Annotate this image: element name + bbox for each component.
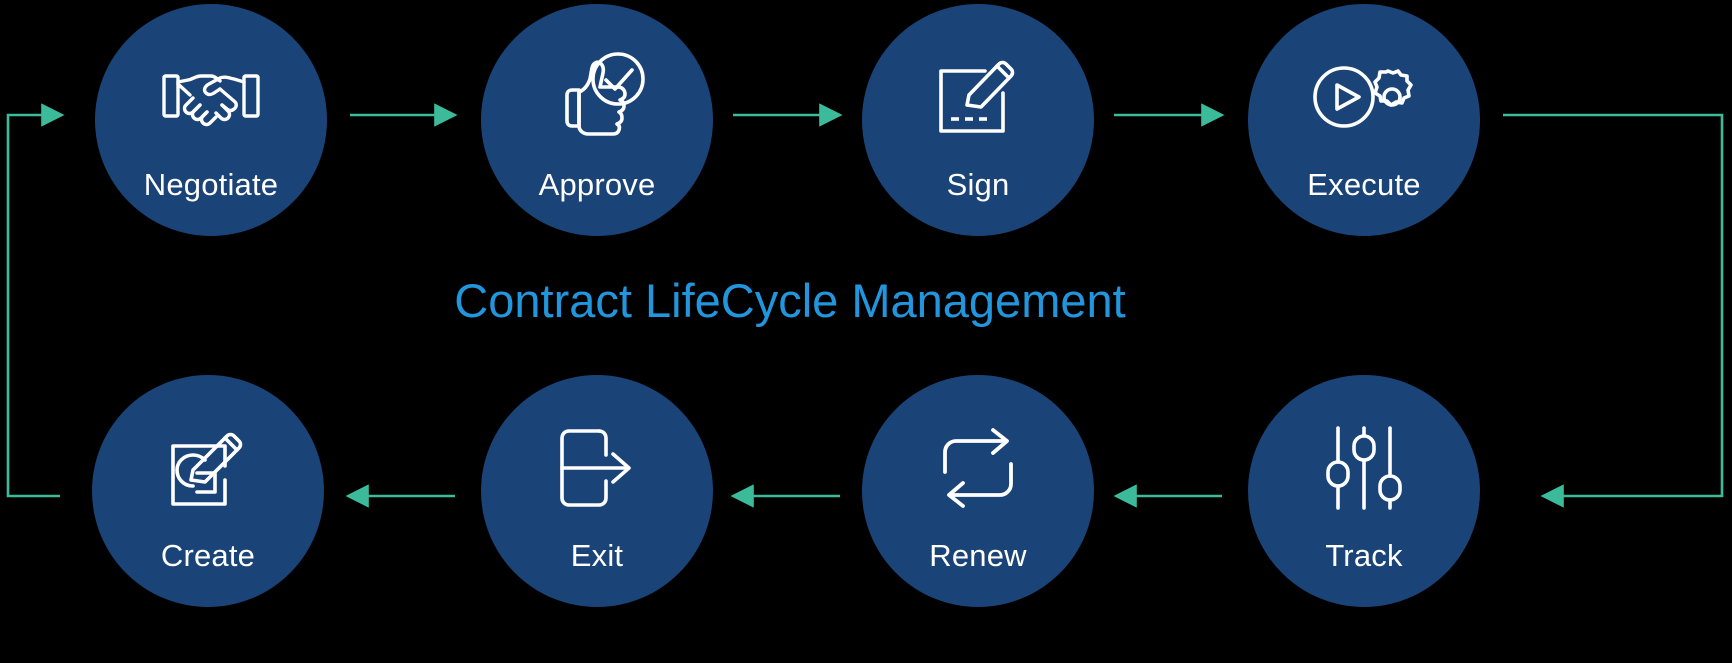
node-create[interactable]: Create	[92, 375, 324, 607]
node-sign[interactable]: Sign	[862, 4, 1094, 236]
diagram-title: Contract LifeCycle Management	[454, 274, 1126, 327]
node-label: Track	[1325, 537, 1403, 573]
node-exit[interactable]: Exit	[481, 375, 713, 607]
square-pen-edit-icon	[154, 418, 262, 518]
node-label: Negotiate	[143, 166, 279, 202]
node-label: Sign	[946, 166, 1010, 202]
handshake-icon	[157, 47, 265, 147]
node-negotiate[interactable]: Negotiate	[95, 4, 327, 236]
node-label: Exit	[570, 537, 624, 573]
node-label: Execute	[1307, 166, 1421, 202]
thumbs-up-check-icon	[543, 47, 651, 147]
node-renew[interactable]: Renew	[862, 375, 1094, 607]
node-label: Create	[160, 537, 256, 573]
node-label: Renew	[929, 537, 1027, 573]
exit-door-arrow-icon	[543, 418, 651, 518]
repeat-loop-icon	[924, 418, 1032, 518]
node-approve[interactable]: Approve	[481, 4, 713, 236]
sliders-icon	[1310, 418, 1418, 518]
node-track[interactable]: Track	[1248, 375, 1480, 607]
node-execute[interactable]: Execute	[1248, 4, 1480, 236]
document-pen-signature-icon	[924, 47, 1032, 147]
play-gear-icon	[1310, 47, 1418, 147]
node-label: Approve	[538, 166, 656, 202]
